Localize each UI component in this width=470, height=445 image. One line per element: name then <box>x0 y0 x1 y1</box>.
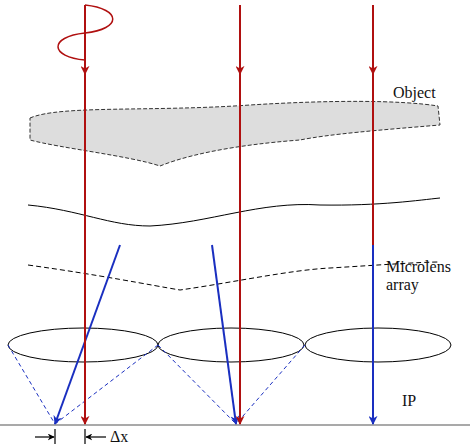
dimension-label: Δx <box>110 428 140 445</box>
image-plane <box>0 424 470 425</box>
refracted-ray <box>55 245 120 424</box>
refracted-ray <box>212 245 236 424</box>
component-label: Microlens array <box>386 258 460 295</box>
wavefront-line <box>28 198 440 226</box>
refracted-ray <box>372 245 374 424</box>
wavefront-dashed-line <box>28 262 440 290</box>
object-blob <box>30 101 440 166</box>
object-label: Object <box>393 84 453 102</box>
focus-cone <box>8 345 305 424</box>
incident-ray <box>85 5 373 424</box>
offset-marker <box>35 429 106 444</box>
plane-label: IP <box>402 392 432 410</box>
microlens <box>158 328 304 362</box>
microlens <box>305 328 451 362</box>
